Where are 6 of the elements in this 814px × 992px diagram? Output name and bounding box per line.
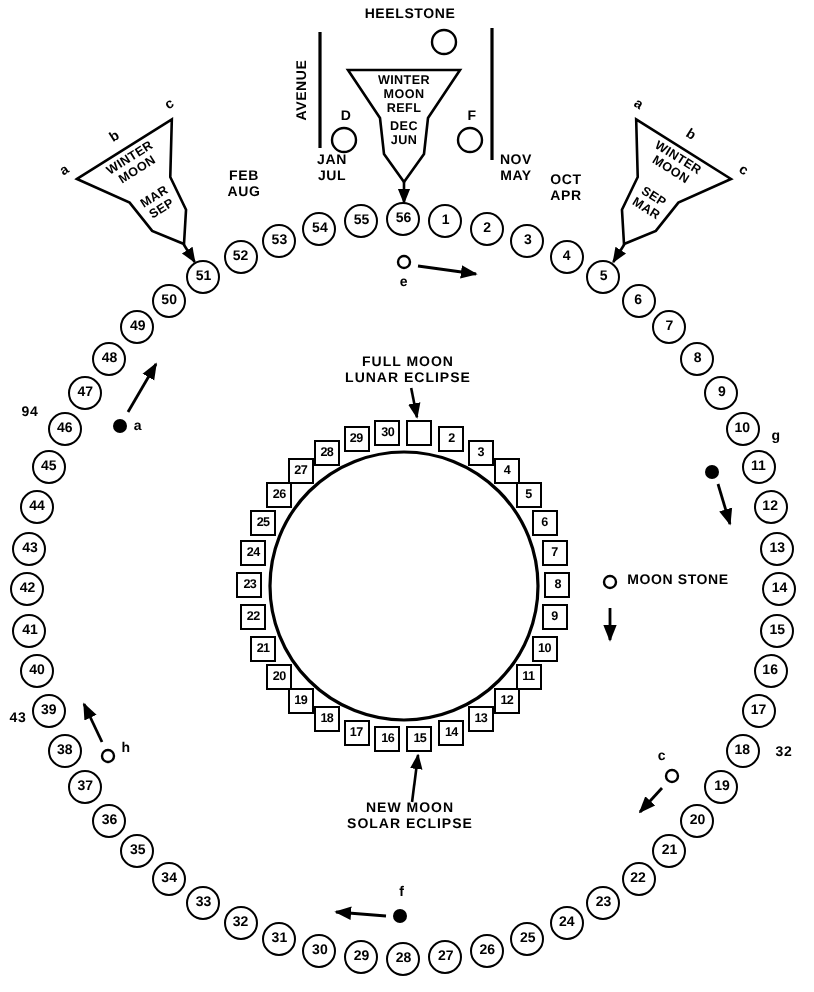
- arrow: [408, 387, 421, 419]
- arrow: [181, 243, 196, 264]
- arrow: [397, 182, 411, 205]
- arrow: [410, 753, 423, 803]
- arrow: [612, 243, 627, 264]
- numbered-tile: [406, 419, 433, 446]
